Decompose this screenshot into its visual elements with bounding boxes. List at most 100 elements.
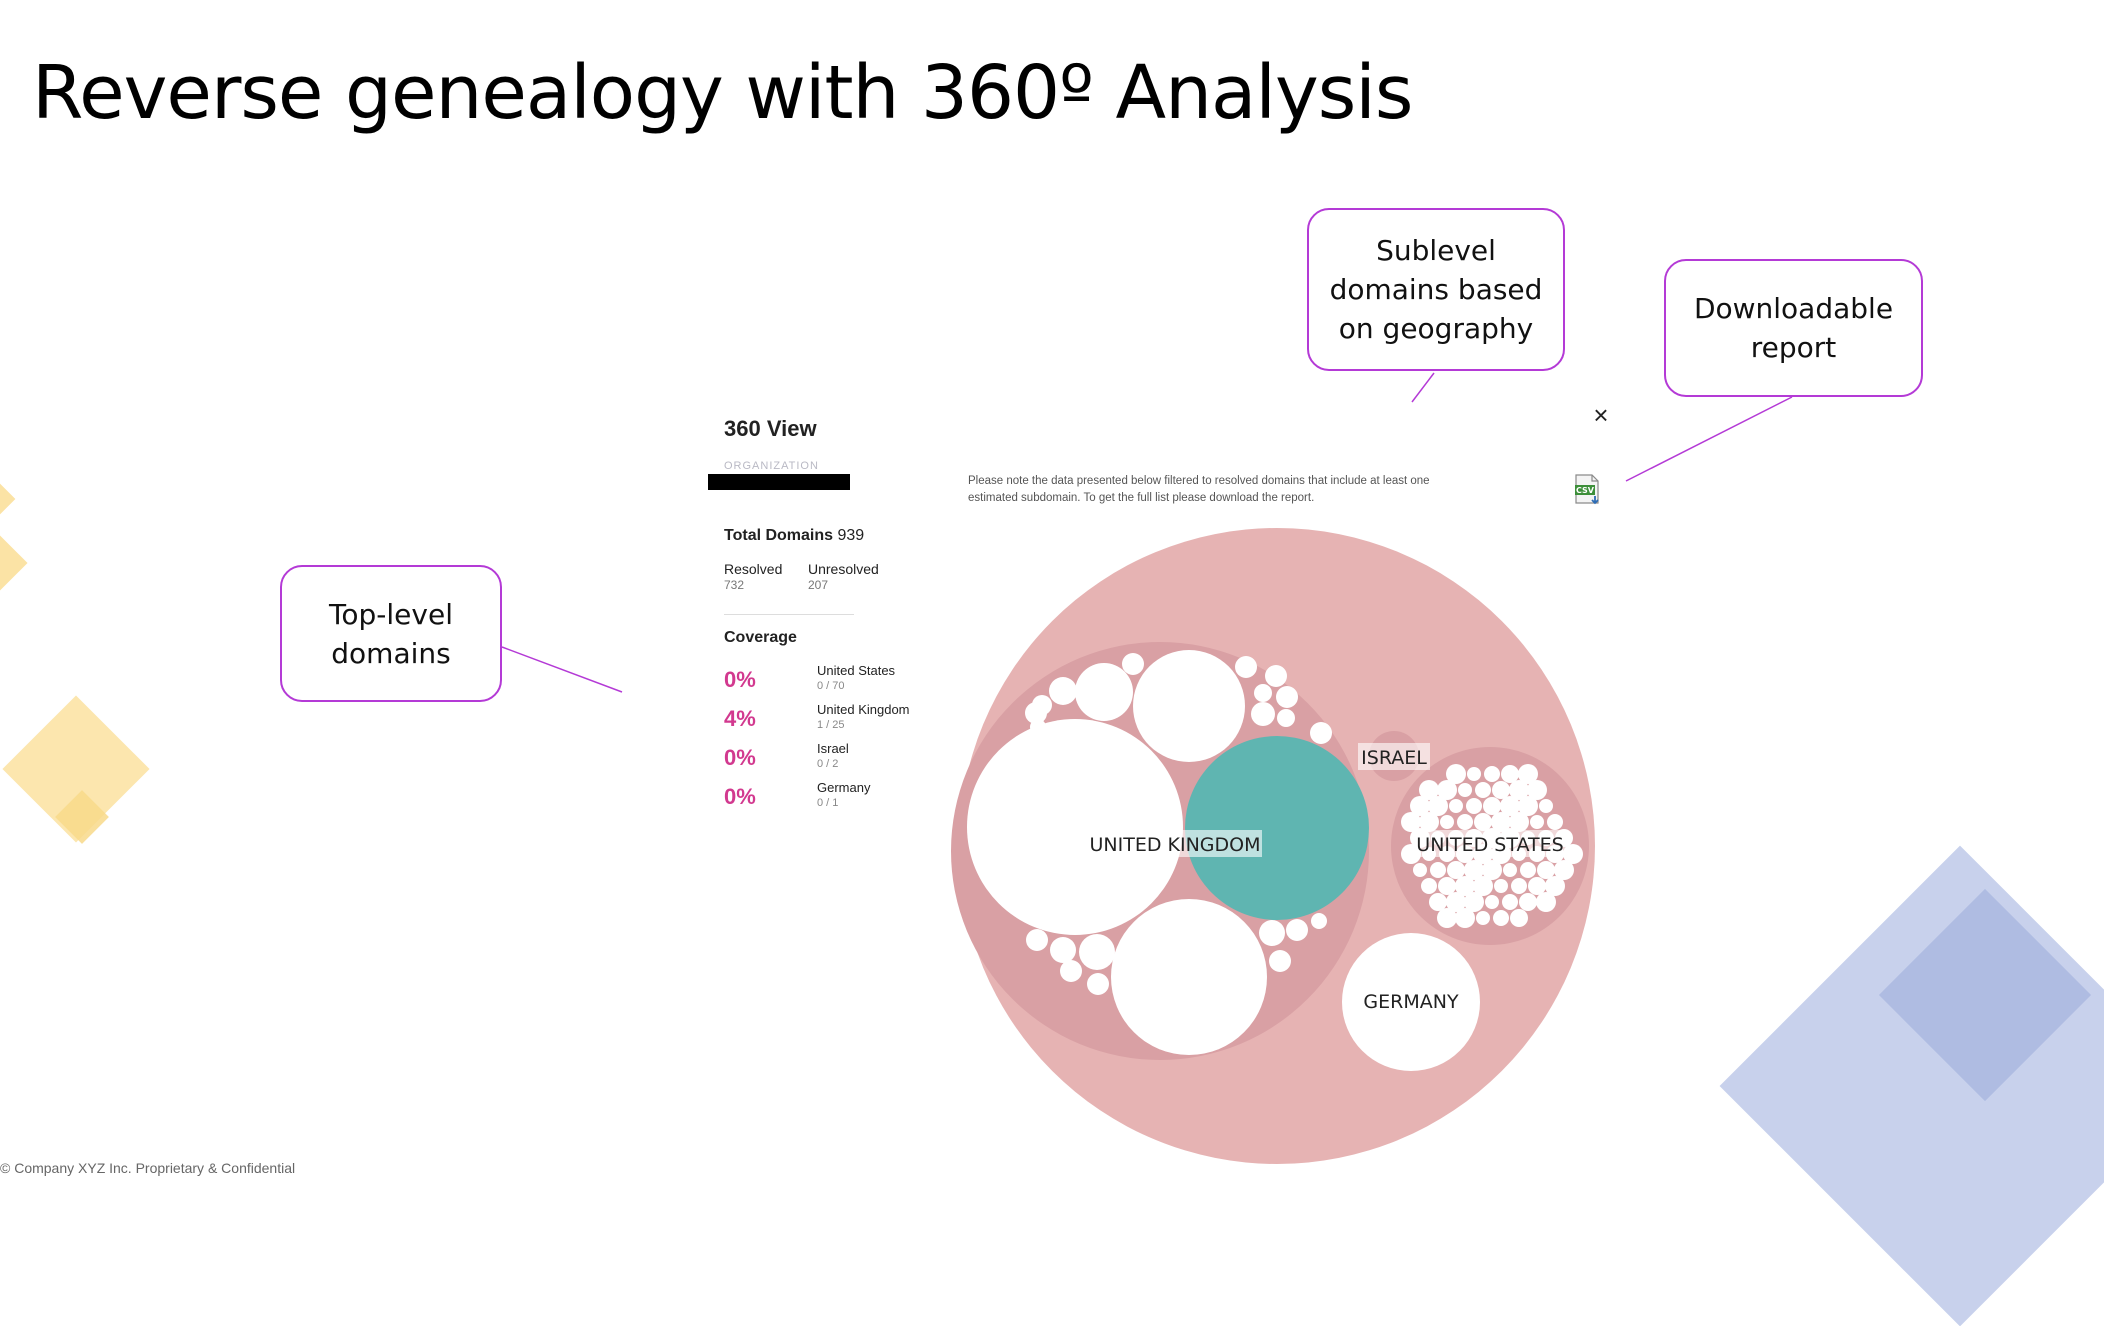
bubble-subdomain[interactable] [1440,815,1454,829]
csv-download-icon[interactable]: CSV [1573,474,1603,506]
bubble-subdomain[interactable] [1133,650,1245,762]
bubble-subdomain[interactable] [1491,812,1511,832]
bubble-subdomain[interactable] [1421,878,1437,894]
bubble-subdomain[interactable] [1419,812,1439,832]
bubble-subdomain[interactable] [1437,780,1457,800]
bubble-subdomain[interactable] [1554,860,1574,880]
bubble-subdomain[interactable] [1518,764,1538,784]
callout-line: on geography [1338,312,1534,345]
svg-text:CSV: CSV [1576,486,1595,495]
slide-title: Reverse genealogy with 360º Analysis [32,50,1413,136]
bubble-subdomain[interactable] [1430,862,1446,878]
bubble-subdomain[interactable] [1502,894,1518,910]
bubble-subdomain[interactable] [1482,860,1502,880]
total-domains-value: 939 [837,527,865,544]
bubble-subdomain[interactable] [1476,911,1490,925]
bubble-subdomain[interactable] [1419,780,1439,800]
slide-footer: © Company XYZ Inc. Proprietary & Confide… [0,1160,296,1176]
bubble-subdomain[interactable] [1539,799,1553,813]
bubble-subdomain[interactable] [1464,892,1484,912]
bubble-subdomain[interactable] [1485,895,1499,909]
bubble-subdomain[interactable] [1410,796,1430,816]
bubble-subdomain[interactable] [1429,893,1447,911]
bubble-subdomain[interactable] [1527,780,1547,800]
bubble-subdomain[interactable] [1458,783,1472,797]
bubble-subdomain[interactable] [1537,861,1555,879]
bubble-subdomain[interactable] [1455,908,1475,928]
bubble-subdomain[interactable] [1060,960,1082,982]
bubble-subdomain[interactable] [1518,796,1538,816]
coverage-percent: 0% [724,784,756,809]
bubble-subdomain[interactable] [1254,684,1272,702]
bubble-subdomain[interactable] [1519,893,1537,911]
bubble-subdomain[interactable] [1026,929,1048,951]
bubble-subdomain[interactable] [1466,798,1482,814]
bubble-subdomain[interactable] [1310,722,1332,744]
bubble-subdomain[interactable] [1464,860,1484,880]
bubble-subdomain[interactable] [1122,653,1144,675]
bubble-subdomain[interactable] [1259,920,1285,946]
bubble-subdomain[interactable] [1449,799,1463,813]
bubble-subdomain[interactable] [1401,812,1421,832]
bubble-subdomain[interactable] [1087,973,1109,995]
bubble-subdomain[interactable] [1438,877,1456,895]
callout-line: Downloadable [1693,292,1894,325]
bubble-subdomain[interactable] [1311,913,1327,929]
bubble-subdomain[interactable] [1111,899,1267,1055]
bubble-subdomain[interactable] [1545,876,1565,896]
bubble-subdomain[interactable] [1530,815,1544,829]
bubble-subdomain[interactable] [1277,709,1295,727]
bubble-subdomain[interactable] [1049,677,1077,705]
callout-line: domains [331,636,451,670]
bubble-subdomain[interactable] [1484,766,1500,782]
label-germany: GERMANY [1363,991,1459,1013]
close-icon[interactable]: × [1593,400,1609,430]
bubble-subdomain[interactable] [1473,876,1493,896]
bubble-subdomain[interactable] [1475,782,1491,798]
uk-subdomain-bubbles [967,650,1369,1055]
bubble-subdomain[interactable] [1511,878,1527,894]
bubble-subdomain[interactable] [1510,909,1528,927]
domain-bubble-chart: UNITED KINGDOM UNITED STATES ISRAEL GERM… [951,528,1595,1164]
bubble-germany[interactable] [1342,933,1480,1071]
bubble-subdomain[interactable] [1457,814,1473,830]
bubble-subdomain[interactable] [1483,797,1501,815]
bubble-subdomain[interactable] [1547,814,1563,830]
bubble-subdomain[interactable] [1492,781,1510,799]
bubble-subdomain[interactable] [1467,767,1481,781]
bubble-subdomain[interactable] [1269,950,1291,972]
resolved-label: Resolved [724,561,783,577]
bubble-subdomain[interactable] [1030,719,1046,735]
bubble-subdomain[interactable] [1474,813,1492,831]
bubble-subdomain[interactable] [967,719,1183,935]
bubble-subdomain[interactable] [1447,861,1465,879]
bubble-subdomain[interactable] [1520,862,1536,878]
bubble-subdomain[interactable] [1079,934,1115,970]
bubble-subdomain[interactable] [1428,796,1448,816]
bubble-subdomain-covered[interactable] [1185,736,1369,920]
bubble-subdomain[interactable] [1437,908,1457,928]
bubble-subdomain[interactable] [1075,663,1133,721]
bubble-subdomain[interactable] [1536,892,1556,912]
bubble-subdomain[interactable] [1493,910,1509,926]
bubble-subdomain[interactable] [1265,665,1287,687]
bubble-subdomain[interactable] [1286,919,1308,941]
bubble-subdomain[interactable] [1413,863,1427,877]
bubble-subdomain[interactable] [1235,656,1257,678]
bubble-subdomain[interactable] [1025,702,1047,724]
redacted-organization-name [708,474,850,490]
bubble-subdomain[interactable] [1276,686,1298,708]
bubble-subdomain[interactable] [1446,892,1466,912]
bubble-subdomain[interactable] [1251,702,1275,726]
bubble-subdomain[interactable] [1050,937,1076,963]
bubble-subdomain[interactable] [1501,765,1519,783]
bubble-subdomain[interactable] [1509,780,1529,800]
bubble-subdomain[interactable] [1509,812,1529,832]
bubble-subdomain[interactable] [1503,863,1517,877]
bubble-subdomain[interactable] [1494,879,1508,893]
bubble-subdomain[interactable] [1446,764,1466,784]
bubble-subdomain[interactable] [1500,796,1520,816]
bubble-subdomain[interactable] [1455,876,1475,896]
bubble-subdomain[interactable] [1528,877,1546,895]
coverage-row-israel: 0% Israel 0 / 2 [724,741,944,777]
